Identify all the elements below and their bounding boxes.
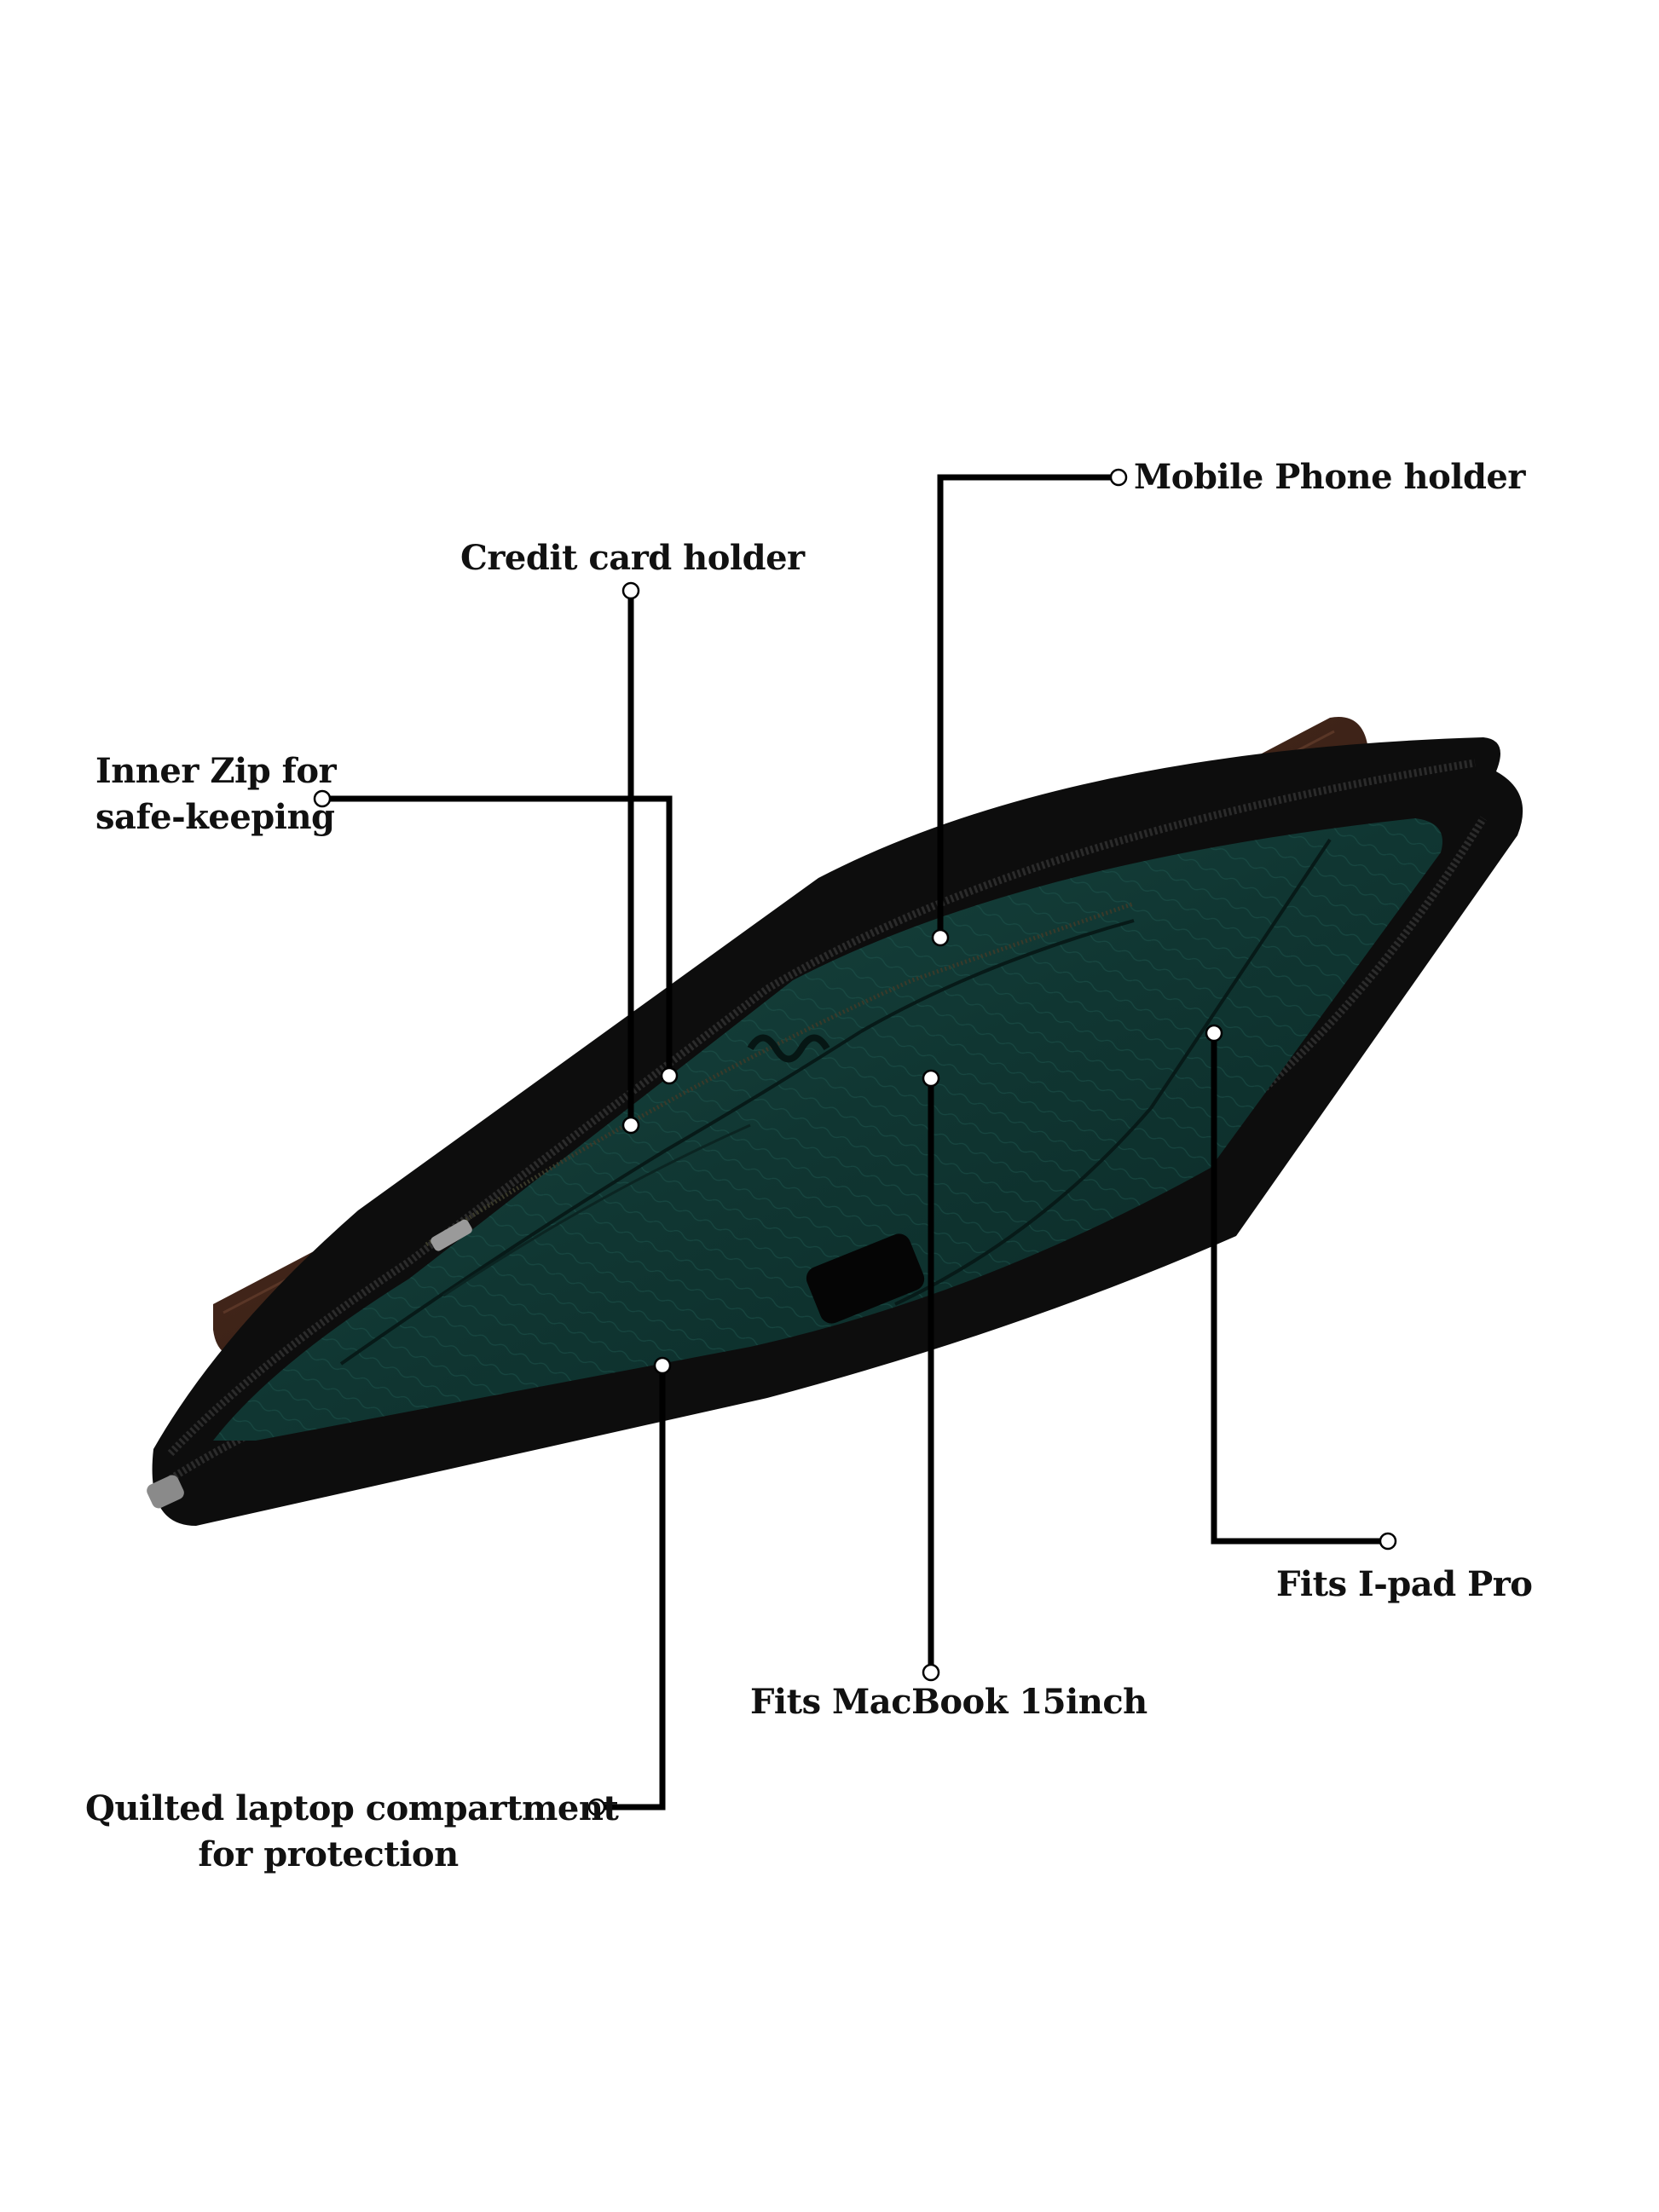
- lining-interior: [213, 818, 1442, 1441]
- leader-dots: [313, 468, 1397, 1816]
- dot-mobile-end: [1109, 468, 1128, 487]
- dot-macbook-end: [922, 1663, 940, 1682]
- dot-innerzip-end: [313, 789, 332, 808]
- leader-quilted: [597, 1366, 666, 1811]
- dot-macbook-start: [922, 1069, 940, 1088]
- label-inner-zip-line1: Inner Zip for: [95, 751, 337, 791]
- label-credit-card-holder: Credit card holder: [460, 538, 805, 578]
- dot-ipad-end: [1379, 1532, 1397, 1551]
- dot-mobile-start: [931, 928, 950, 947]
- label-fits-ipad-pro: Fits I-pad Pro: [1276, 1564, 1533, 1604]
- label-mobile-phone-holder: Mobile Phone holder: [1134, 457, 1525, 497]
- label-inner-zip: Inner Zip for safe-keeping: [95, 748, 337, 840]
- label-quilted-line2: for protection: [198, 1834, 459, 1874]
- dot-quilted-end: [587, 1798, 606, 1816]
- dot-credit-end: [621, 581, 640, 600]
- label-inner-zip-line2: safe-keeping: [95, 797, 335, 837]
- leader-ipad: [1211, 1033, 1388, 1545]
- label-quilted-compartment: Quilted laptop compartment for protectio…: [85, 1786, 619, 1878]
- dot-quilted-start: [653, 1356, 672, 1375]
- label-fits-macbook: Fits MacBook 15inch: [750, 1682, 1147, 1722]
- dot-innerzip-start: [660, 1066, 679, 1085]
- dot-credit-start: [621, 1116, 640, 1135]
- leader-inner-zip: [322, 795, 673, 1076]
- leader-lines: [322, 474, 1388, 1811]
- leader-mobile-phone: [937, 474, 1119, 938]
- dot-ipad-start: [1205, 1024, 1223, 1042]
- label-quilted-line1: Quilted laptop compartment: [85, 1788, 619, 1828]
